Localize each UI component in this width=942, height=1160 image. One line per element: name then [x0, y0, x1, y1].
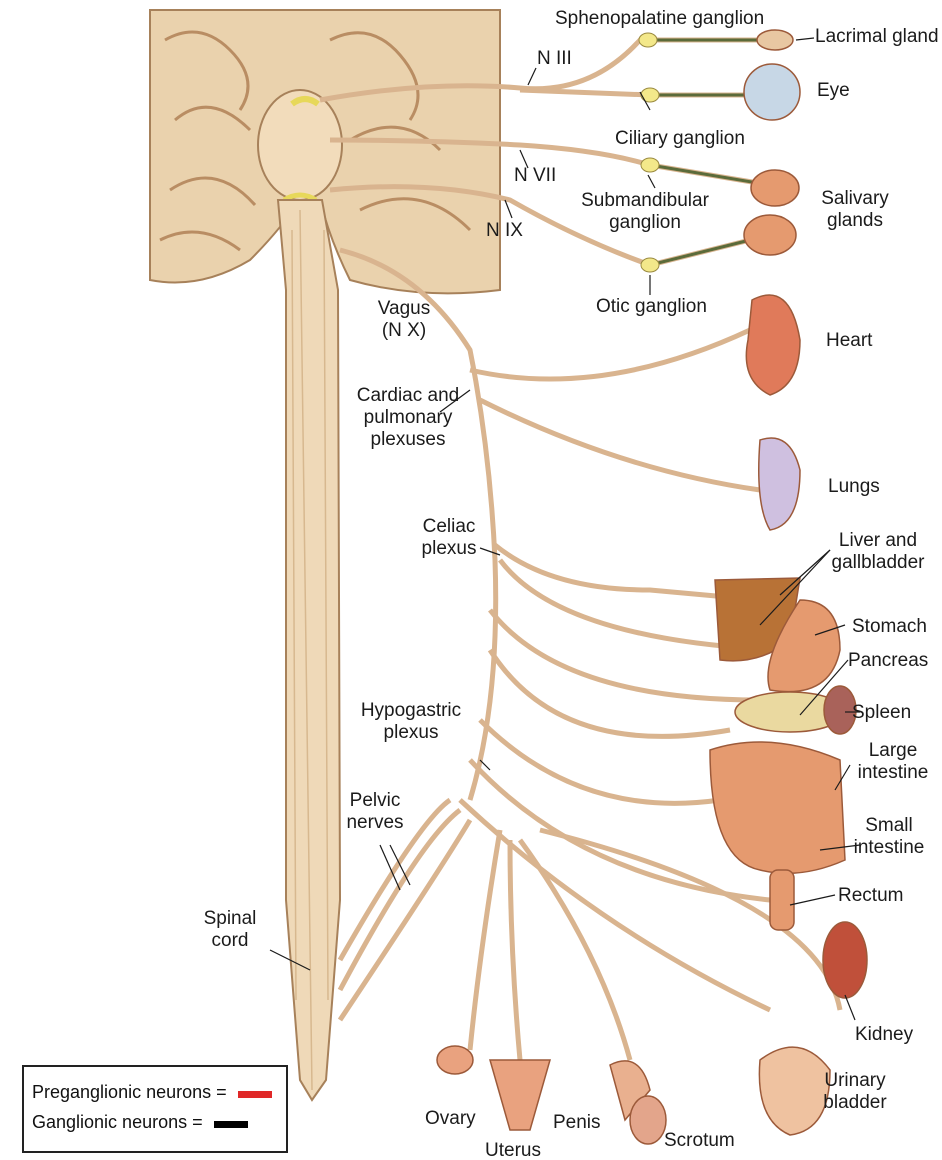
label-pelvic-nerves: Pelvic nerves — [340, 790, 410, 834]
label-lacrimal-gland: Lacrimal gland — [815, 26, 939, 48]
label-uterus: Uterus — [485, 1140, 541, 1160]
label-ciliary-ganglion: Ciliary ganglion — [615, 128, 745, 150]
label-bladder-line1: Urinary — [815, 1070, 895, 1092]
label-scrotum: Scrotum — [664, 1130, 735, 1152]
head-ganglia — [639, 33, 659, 272]
legend-preganglionic-swatch — [238, 1091, 272, 1098]
label-salivary-line1: Salivary — [815, 188, 895, 210]
label-liver-gallbladder: Liver and gallbladder — [828, 530, 928, 574]
label-n-iii: N III — [537, 48, 572, 70]
label-large-line1: Large — [852, 740, 934, 762]
legend-preganglionic: Preganglionic neurons = — [32, 1081, 227, 1103]
label-pancreas: Pancreas — [848, 650, 928, 672]
legend: Preganglionic neurons = Ganglionic neuro… — [22, 1065, 288, 1153]
ovary — [437, 1046, 473, 1074]
label-celiac-plexus: Celiac plexus — [416, 516, 482, 560]
label-small-line1: Small — [848, 815, 930, 837]
label-hypogastric-plexus: Hypogastric plexus — [355, 700, 467, 744]
label-liver-line2: gallbladder — [828, 552, 928, 574]
label-submandibular-line2: ganglion — [575, 212, 715, 234]
legend-ganglionic-label: Ganglionic neurons = — [32, 1112, 203, 1132]
label-cardiac-line2: pulmonary — [352, 407, 464, 429]
scrotum — [630, 1096, 666, 1144]
label-submandibular-ganglion: Submandibular ganglion — [575, 190, 715, 234]
label-sphenopalatine-ganglion: Sphenopalatine ganglion — [555, 8, 764, 30]
salivary-gland-2 — [744, 215, 796, 255]
label-cardiac-line1: Cardiac and — [352, 385, 464, 407]
uterus — [490, 1060, 550, 1130]
label-penis: Penis — [553, 1112, 601, 1134]
label-large-intestine: Large intestine — [852, 740, 934, 784]
label-eye: Eye — [817, 80, 850, 102]
label-heart: Heart — [826, 330, 872, 352]
spinal-cord — [278, 200, 340, 1100]
label-submandibular-line1: Submandibular — [575, 190, 715, 212]
label-spinal-line2: cord — [198, 930, 262, 952]
label-bladder-line2: bladder — [815, 1092, 895, 1114]
label-salivary-line2: glands — [815, 210, 895, 232]
label-n-vii: N VII — [514, 165, 556, 187]
label-n-ix: N IX — [486, 220, 523, 242]
label-spinal-line1: Spinal — [198, 908, 262, 930]
lacrimal-gland — [757, 30, 793, 50]
label-hypogastric-line2: plexus — [355, 722, 467, 744]
intestines — [710, 742, 845, 873]
rectum — [770, 870, 794, 930]
label-otic-ganglion: Otic ganglion — [596, 296, 707, 318]
heart — [746, 295, 800, 395]
label-liver-line1: Liver and — [828, 530, 928, 552]
lung — [759, 438, 800, 530]
label-lungs: Lungs — [828, 476, 880, 498]
label-vagus: Vagus (N X) — [372, 298, 436, 342]
label-spleen: Spleen — [852, 702, 911, 724]
label-large-line2: intestine — [852, 762, 934, 784]
salivary-gland-1 — [751, 170, 799, 206]
legend-preganglionic-label: Preganglionic neurons = — [32, 1082, 227, 1102]
label-salivary-glands: Salivary glands — [815, 188, 895, 232]
legend-ganglionic-swatch — [214, 1121, 248, 1128]
label-pelvic-line2: nerves — [340, 812, 410, 834]
legend-ganglionic: Ganglionic neurons = — [32, 1111, 203, 1133]
label-kidney: Kidney — [855, 1024, 913, 1046]
label-cardiac-line3: plexuses — [352, 429, 464, 451]
eye — [744, 64, 800, 120]
label-celiac-line1: Celiac — [416, 516, 482, 538]
label-stomach: Stomach — [852, 616, 927, 638]
label-small-line2: intestine — [848, 837, 930, 859]
label-vagus-line1: Vagus — [372, 298, 436, 320]
label-hypogastric-line1: Hypogastric — [355, 700, 467, 722]
label-celiac-line2: plexus — [416, 538, 482, 560]
label-cardiac-pulmonary-plexuses: Cardiac and pulmonary plexuses — [352, 385, 464, 451]
label-rectum: Rectum — [838, 885, 903, 907]
label-ovary: Ovary — [425, 1108, 476, 1130]
label-vagus-line2: (N X) — [372, 320, 436, 342]
label-small-intestine: Small intestine — [848, 815, 930, 859]
label-pelvic-line1: Pelvic — [340, 790, 410, 812]
kidney — [823, 922, 867, 998]
label-urinary-bladder: Urinary bladder — [815, 1070, 895, 1114]
label-spinal-cord: Spinal cord — [198, 908, 262, 952]
